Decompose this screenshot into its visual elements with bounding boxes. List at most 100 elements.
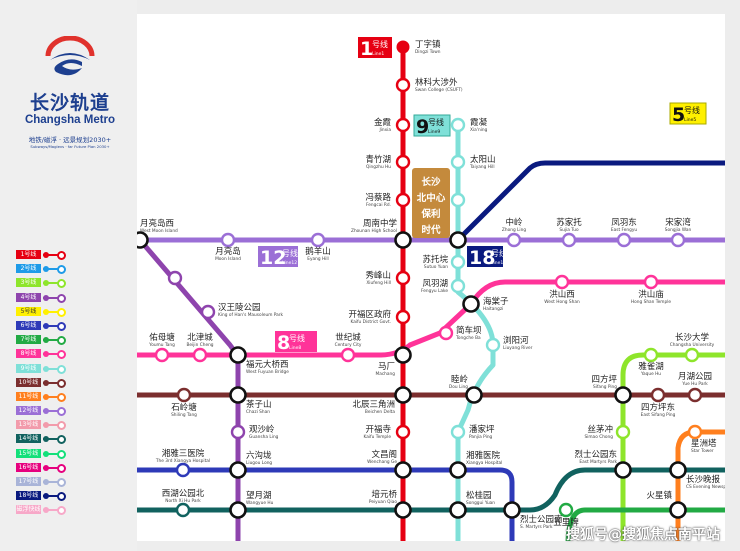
- station-name-zh: 福元大桥西: [246, 359, 289, 370]
- station-name-en: Songjia Wan: [665, 227, 692, 233]
- interchange-station-icon: [394, 386, 412, 404]
- station-name-zh: 长沙晚报: [686, 474, 721, 485]
- station-name-en: East Martyrs Park: [579, 459, 617, 465]
- station-name-zh: 简车坝: [456, 325, 482, 336]
- station-name-zh: 中岭: [505, 217, 523, 228]
- metro-logo-icon: [45, 35, 95, 76]
- station[interactable]: [450, 192, 466, 208]
- station-name-en: East Fengyu: [611, 227, 638, 233]
- line-badge-number: 9: [416, 116, 429, 138]
- legend-line-swatch: [43, 410, 59, 413]
- station-name-zh: 月亮岛: [215, 246, 241, 257]
- interchange-station-icon: [503, 501, 521, 519]
- station-icon: [450, 424, 466, 440]
- station-name-en: Swan College (CSUFT): [415, 87, 463, 93]
- line-14-track: [137, 467, 725, 513]
- station-name-zh: 湘雅三医院: [162, 448, 205, 459]
- legend-label: 1号线: [16, 250, 41, 259]
- station-name-zh: 开福寺: [365, 424, 391, 435]
- station-name-zh: 望月湖: [246, 490, 272, 501]
- station-wulipai[interactable]: 五里牌: [553, 502, 579, 528]
- station-name-zh: 长沙大学: [675, 332, 710, 343]
- legend-item: 12号线: [16, 404, 66, 418]
- legend-station-icon: [57, 421, 66, 431]
- station-huoxingzhen[interactable]: 火星镇: [646, 490, 687, 519]
- legend-station-icon: [57, 407, 66, 417]
- station[interactable]: [167, 270, 183, 286]
- station-name-en: West Hong Shan: [544, 299, 580, 305]
- station-icon: [395, 309, 411, 325]
- legend-station-icon: [57, 293, 66, 303]
- legend-line-swatch: [43, 424, 59, 427]
- legend-item: 7号线: [16, 333, 66, 347]
- promo-text: 北中心: [417, 192, 446, 204]
- station[interactable]: [449, 231, 467, 249]
- legend-label: 9号线: [16, 363, 41, 373]
- station-name-en: Sifang Ping: [593, 384, 617, 390]
- watermark: 搜狐号@搜狐焦点南平站: [566, 527, 720, 543]
- station-icon: [175, 502, 191, 518]
- station-name-zh: 洪山西: [549, 289, 575, 300]
- left-panel: 长沙轨道 Changsha Metro 地铁/磁浮 · 远景规划2030+ Su…: [0, 0, 137, 551]
- line-18-track: [456, 160, 725, 242]
- promo-text: 保利: [420, 208, 440, 220]
- station-name-en: Kaifu Temple: [364, 434, 392, 440]
- station-name-en: Hong Shan Temple: [631, 299, 671, 305]
